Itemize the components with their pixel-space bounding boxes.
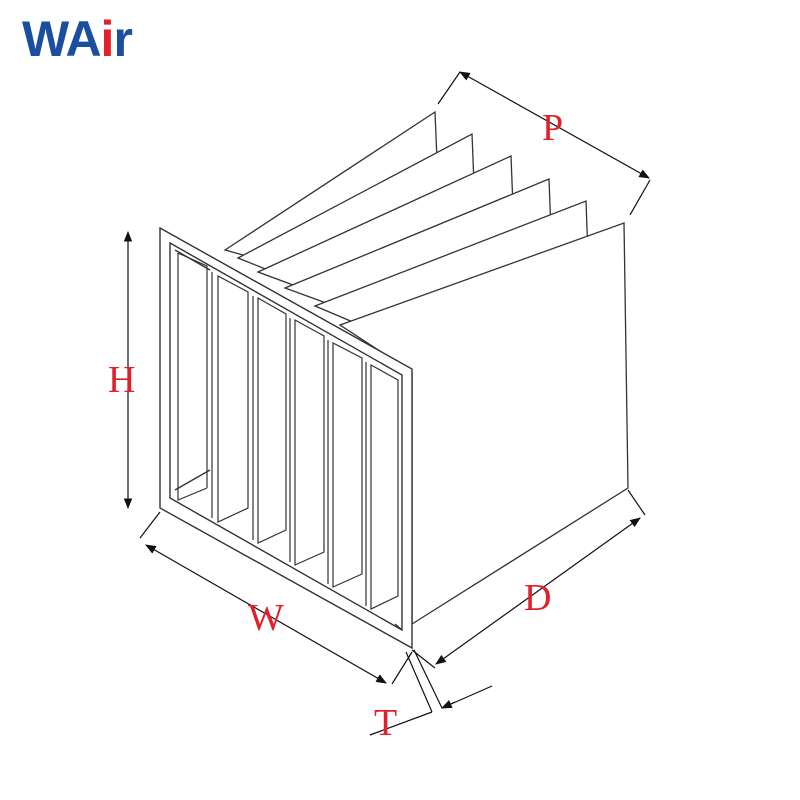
label-depth: D xyxy=(524,577,551,619)
dim-depth-line xyxy=(435,517,641,665)
dim-pitch-line xyxy=(459,71,650,179)
label-thickness: T xyxy=(374,702,397,744)
dim-width-line xyxy=(145,544,387,684)
opening-1 xyxy=(177,252,213,518)
logo-letter-a: A xyxy=(65,11,101,67)
label-height: H xyxy=(108,359,135,401)
label-pitch: P xyxy=(542,107,563,149)
brand-logo: WAir xyxy=(22,11,133,67)
logo-letter-i: i xyxy=(100,11,115,67)
opening-2 xyxy=(217,275,254,540)
opening-6 xyxy=(370,363,399,610)
dimension-lines xyxy=(123,71,651,736)
logo-letter-r: r xyxy=(113,11,132,67)
logo-letter-w: W xyxy=(22,11,66,67)
dim-thickness-arrow xyxy=(441,700,456,709)
dim-pitch-ext xyxy=(437,71,651,216)
dim-thickness-ext xyxy=(405,649,443,713)
opening-3 xyxy=(257,296,291,562)
dimension-labels: H W D P T xyxy=(108,107,563,744)
label-width: W xyxy=(248,597,284,639)
